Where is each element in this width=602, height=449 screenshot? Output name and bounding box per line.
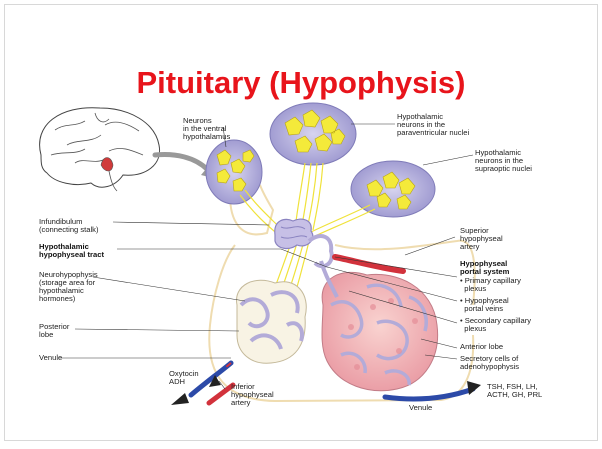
label-hypophyseal-tract: Hypothalamic hypophyseal tract (39, 242, 104, 259)
svg-text:hypophyseal tract: hypophyseal tract (39, 250, 104, 259)
svg-text:Venule: Venule (39, 353, 62, 362)
label-infundibulum: Infundibulum (connecting stalk) (39, 217, 99, 234)
svg-text:adenohypophysis: adenohypophysis (460, 362, 519, 371)
label-posterior-lobe: Posterior lobe (39, 322, 70, 339)
inferior-artery (209, 385, 233, 403)
superior-artery (335, 257, 403, 271)
label-supraoptic: Hypothalamic neurons in the supraoptic n… (475, 148, 532, 173)
svg-text:supraoptic nuclei: supraoptic nuclei (475, 164, 532, 173)
label-oxytocin-adh: Oxytocin ADH (169, 369, 199, 386)
pituitary-diagram: Neurons in the ventral hypothalamus Hypo… (5, 5, 599, 442)
label-portal-system: Hypophyseal portal system (460, 259, 510, 276)
label-neurohypophysis: Neurohypophysis (storage area for hypoth… (39, 270, 98, 303)
label-portal-veins: • Hypophyseal portal veins (460, 296, 509, 313)
label-secretory-cells: Secretory cells of adenohypophysis (460, 354, 519, 371)
svg-text:artery: artery (460, 242, 480, 251)
label-venule-bottom: Venule (409, 403, 432, 412)
svg-text:plexus: plexus (460, 324, 486, 333)
svg-text:Venule: Venule (409, 403, 432, 412)
svg-text:ACTH, GH, PRL: ACTH, GH, PRL (487, 390, 542, 399)
svg-text:portal system: portal system (460, 267, 510, 276)
svg-text:hypothalamus: hypothalamus (183, 132, 230, 141)
label-primary-plexus: • Primary capillary plexus (460, 276, 521, 293)
svg-text:lobe: lobe (39, 330, 53, 339)
label-paraventricular: Hypothalamic neurons in the paraventricu… (397, 112, 469, 137)
label-hormones: TSH, FSH, LH, ACTH, GH, PRL (487, 382, 542, 399)
svg-text:portal veins: portal veins (460, 304, 503, 313)
label-venule-left: Venule (39, 353, 62, 362)
label-anterior-lobe: Anterior lobe (460, 342, 503, 351)
infundibulum-knot (275, 219, 313, 248)
svg-text:artery: artery (231, 398, 251, 407)
brain-sagittal-icon (40, 108, 160, 191)
anterior-lobe (322, 272, 438, 390)
label-inferior-artery: Inferior hypophyseal artery (231, 382, 274, 407)
slide: Pituitary (Hypophysis) (4, 4, 598, 441)
svg-text:paraventricular nuclei: paraventricular nuclei (397, 128, 469, 137)
svg-text:hormones): hormones) (39, 294, 76, 303)
svg-text:(connecting stalk): (connecting stalk) (39, 225, 99, 234)
svg-text:plexus: plexus (460, 284, 486, 293)
svg-text:ADH: ADH (169, 377, 185, 386)
label-superior-artery: Superior hypophyseal artery (460, 226, 503, 251)
label-secondary-plexus: • Secondary capillary plexus (460, 316, 531, 333)
label-neurons-ventral: Neurons in the ventral hypothalamus (183, 116, 230, 141)
svg-text:Anterior lobe: Anterior lobe (460, 342, 503, 351)
